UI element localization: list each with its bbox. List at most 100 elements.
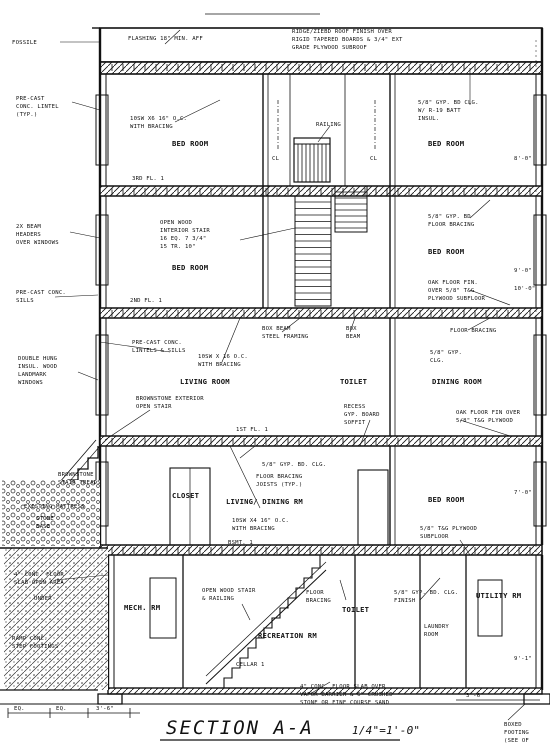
brownstone-stair-1: BROWNSTONE [58,472,94,478]
recess-gypsum-3: SOFFIT [344,420,366,426]
box-beam-left-2: STEEL FRAMING [262,334,309,340]
dimension-lines [7,40,540,718]
gypsum-top-2: W/ R-19 BATT [418,108,461,114]
left-footing [97,693,123,705]
room-recreation: RECREATION RM [258,631,317,640]
roof-note-1: RIDGE/ZIEBD ROOF FINISH OVER [292,29,392,35]
right-dim-4: 7'-0" [514,490,532,496]
earth-fill-left [4,548,108,690]
window-living-right [533,334,547,416]
tg-plywood-2: SUBFLOOR [420,534,449,540]
room-dining: DINING ROOM [432,377,482,386]
room-toilet-bsmt: TOILET [342,605,370,614]
brownstone-1: BROWNSTONE EXTERIOR [136,396,204,402]
beam-headers-3: OVER WINDOWS [16,240,59,246]
ramp-note-1: RAMP CONC. [12,636,48,642]
right-footing [523,693,550,705]
window-2f-left [95,214,109,286]
room-laundry-1: LAUNDRY [424,624,449,630]
ramp-note-2: STEP FOOTINGS [12,644,58,650]
room-bed-3-left: BED ROOM [172,139,209,148]
openings [95,94,547,639]
section-scale: 1/4"=1'-0" [352,724,420,737]
gypsum-living-2: CLG. [430,358,444,364]
flashing-note: FLASHING 18" MIN. AFF [128,36,203,42]
joists-low-1: 10SW X4 16" O.C. [232,518,289,524]
section-title: SECTION A-A [166,717,314,739]
oak-floor-1: OAK FLOOR FIN. [428,280,478,286]
leader-lines [54,29,526,721]
right-dim-2: 9'-0" [514,268,532,274]
double-hung-4: WINDOWS [18,380,43,386]
room-mech: MECH. RM [124,603,161,612]
room-toilet-2: TOILET [340,377,368,386]
beam-headers-1: 2X BEAM [16,224,41,230]
lintel-note-1: PRE-CAST [16,96,45,102]
floor-bracing-typ-2: JOISTS (TYP.) [256,482,302,488]
room-bed-2-right: BED ROOM [428,247,465,256]
fossile-note: FOSSILE [12,40,37,46]
stone-base-2: BASE [36,524,51,530]
room-bed-1: BED ROOM [428,495,465,504]
recess-gypsum-2: GYP. BOARD [344,412,380,418]
basement-stair [223,555,321,688]
lower-stair-flight [334,185,368,233]
cellar-slab [107,687,543,695]
precast-sills-2: SILLS [16,298,34,304]
roof-note-3: GRADE PLYWOOD SUBROOF [292,45,367,51]
cl-mark-left: CL [272,156,280,162]
gypsum-mid-2: FLOOR BRACING [428,222,475,228]
brownstone-2: OPEN STAIR [136,404,172,410]
dim-left-2: EQ. [56,706,67,712]
open-stair-2: INTERIOR STAIR [160,228,210,234]
gypsum-bsmt-1: 5/8" GYP. BD. CLG. [394,590,458,596]
floor-bracing-note: FLOOR BRACING [450,328,497,334]
window-living-left [95,334,109,416]
window-1f-right [533,461,547,527]
first-floor-level: 1ST FL. 1 [236,427,268,433]
existing-stone-fill [2,480,100,546]
lintel-note-3: (TYP.) [16,112,37,118]
under-note: UNDER [34,596,52,602]
stone-base-1: STONE [36,516,54,522]
floor-bracing-bsmt-1: FLOOR [306,590,324,596]
oak-floor-low-2: 5/8" T&G PLYWOOD [456,418,514,424]
boxed-footing-3: (SEE OF [504,738,529,744]
precast-sills-1: PRE-CAST CONC. [16,290,66,296]
right-dim-5: 9'-1" [514,656,532,662]
floor-bracing-bsmt-2: BRACING [306,598,331,604]
double-hung-1: DOUBLE HUNG [18,356,58,362]
joists-mid-1: 10SW X 16 O.C. [198,354,248,360]
open-stair-3: 16 EQ. 7 3/4" [160,236,206,242]
joists-top-1: 10SW X6 16" O.C. [130,116,187,122]
right-dim-1: 8'-0" [514,156,532,162]
centerline-marks [277,100,376,150]
annotations: FOSSILE FLASHING 18" MIN. AFF RIDGE/ZIEB… [12,13,535,744]
right-dim-3: 10'-0" [514,286,535,292]
boxed-footing-2: FOOTING [504,730,529,736]
existing-mattress-note: EXISTING MATTRESS [24,504,85,510]
basement-level: BSMT. 1 [228,540,253,546]
gypsum-ceiling-note: 5/8" GYP. BD. CLG. [262,462,326,468]
box-beam-left-1: BOX BEAM [262,326,291,332]
window-3f-right [533,94,547,166]
box-beam-right-2: BEAM [346,334,361,340]
second-floor-level: 2ND FL. 1 [130,298,162,304]
mech-room-door [149,577,177,639]
joists-top-2: WITH BRACING [130,124,173,130]
open-wood-stair-1: OPEN WOOD STAIR [202,588,256,594]
utility-door [477,579,503,637]
room-living: LIVING ROOM [180,377,230,386]
railing [293,137,331,183]
brownstone-stair-2: STAIR TREADS [58,480,101,486]
gypsum-top-1: 5/8" GYP. BD CLG. [418,100,479,106]
gypsum-bsmt-2: FINISH [394,598,415,604]
conc-floor-2: SLAB OPEN AREA [14,580,64,586]
roof-note-2: RIGID TAPERED BOARDS & 3/4" EXT [292,37,403,43]
box-beam-right-1: BOX [346,326,357,332]
lintels-sills-1: PRE-CAST CONC. [132,340,182,346]
floor-joist-marks [111,64,531,554]
joists-low-2: WITH BRACING [232,526,275,532]
